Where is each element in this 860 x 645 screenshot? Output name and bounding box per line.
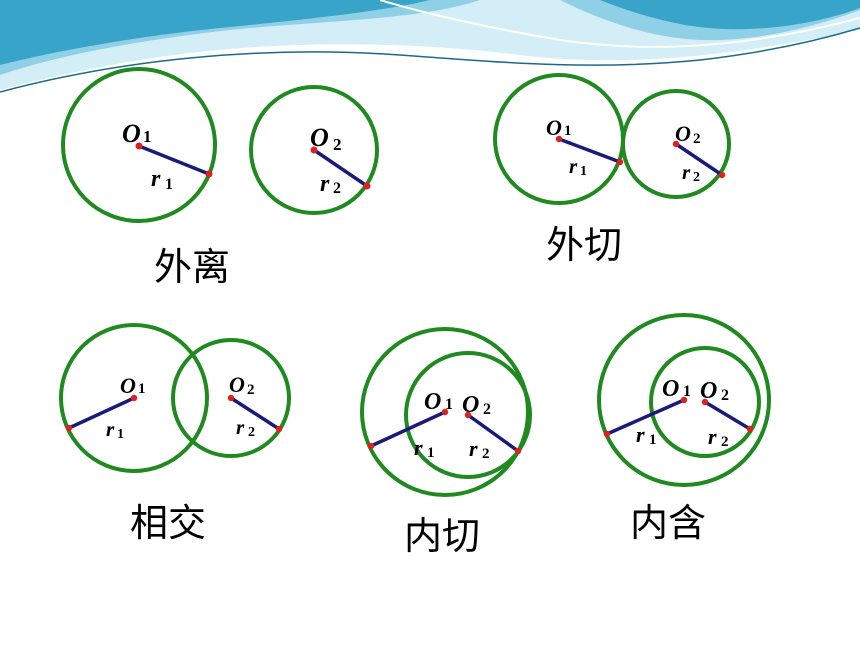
label-r1: r [569,154,578,178]
radius-r2 [466,413,520,453]
label-r2: r [708,424,717,449]
label-o2: O [700,378,717,404]
label-r2: r [236,415,245,439]
center-point-o2 [227,394,235,402]
label-o2-sub: 2 [247,382,255,398]
radius-end-point-2 [718,171,726,179]
radius-r1 [369,410,447,448]
label-r1: r [106,417,115,441]
label-r1: r [151,166,161,192]
caption-contained: 内含 [630,501,706,545]
circle-o1 [59,323,209,473]
circle-o2 [171,338,291,458]
label-o1: O [120,373,136,398]
radius-end-point-2 [746,425,754,433]
label-o2-sub: 2 [333,135,342,154]
label-r2: r [320,171,330,197]
label-r2: r [682,160,691,184]
center-point-o2 [310,146,318,154]
header-wave-line-2 [379,0,860,48]
label-r2: r [469,436,478,461]
label-r1: r [414,435,423,460]
radius-r2 [674,142,724,177]
label-o2-sub: 2 [483,401,491,418]
radius-r1 [67,396,136,430]
label-r1-sub: 1 [580,164,587,179]
caption-external-tangent: 外切 [546,223,622,267]
label-r1-sub: 1 [117,427,124,442]
caption-intersecting: 相交 [130,501,206,545]
label-r2-sub: 2 [721,434,729,450]
label-r1-sub: 1 [649,432,657,448]
diagram-separate: O 1 r 1 O 2 r 2 外离 [61,67,379,289]
radius-r1 [137,144,211,176]
label-r1-sub: 1 [165,176,173,193]
diagram-intersecting: O 1 r 1 O 2 r 2 相交 [59,323,291,545]
center-point-o2 [464,411,472,419]
center-point-o2 [672,140,680,148]
caption-internal-tangent: 内切 [404,514,480,558]
label-r2-sub: 2 [248,425,255,440]
label-o1: O [546,115,562,140]
label-o1: O [424,389,441,415]
label-o1: O [662,376,679,402]
radius-end-point-2 [275,425,283,433]
circle-o2 [649,346,761,458]
center-point-o1 [441,408,449,416]
radius-end-point-1 [205,170,213,178]
label-r1-sub: 1 [427,445,435,461]
radius-r2 [229,396,281,431]
circle-o1 [61,67,217,223]
radius-r2 [312,148,369,188]
radius-r2 [703,400,752,431]
radius-end-point-1 [367,442,375,450]
circle-o2 [621,89,731,199]
radius-end-point-2 [514,447,522,455]
radius-r1 [557,137,622,164]
header-wave-dark [0,0,860,65]
label-o1: O [122,119,141,148]
radius-r1 [605,398,686,436]
diagram-external-tangent: O 1 r 1 O 2 r 2 外切 [493,73,731,267]
caption-separate: 外离 [154,245,230,289]
label-o2: O [675,121,691,146]
header-wave-decoration [0,0,860,93]
header-wave-line [0,27,860,93]
label-o1-sub: 1 [138,381,146,397]
center-point-o1 [135,142,143,150]
label-o1-sub: 1 [683,383,691,400]
circle-o2 [404,351,532,479]
radius-end-point-1 [616,158,624,166]
label-r2-sub: 2 [482,446,490,462]
label-o2: O [229,372,245,397]
label-o2: O [310,123,329,152]
circle-o2 [249,85,379,215]
center-point-o2 [701,398,709,406]
label-o2-sub: 2 [721,387,729,404]
center-point-o1 [130,394,138,402]
diagram-contained: O 1 O 2 r 1 r 2 内含 [597,313,771,545]
label-r1: r [636,422,645,447]
center-point-o1 [555,135,563,143]
radius-end-point-1 [603,430,611,438]
label-o2: O [462,392,479,418]
circle-o1 [597,313,771,487]
label-r2-sub: 2 [333,180,341,197]
label-o1-sub: 1 [564,123,572,139]
label-o2-sub: 2 [693,131,701,147]
diagram-internal-tangent: O 1 r 1 O 2 r 2 内切 [360,327,532,558]
radius-end-point-2 [363,182,371,190]
radius-end-point-1 [65,424,73,432]
label-r2-sub: 2 [693,170,700,185]
label-o1-sub: 1 [143,127,152,146]
label-o1-sub: 1 [445,396,453,413]
center-point-o1 [680,396,688,404]
